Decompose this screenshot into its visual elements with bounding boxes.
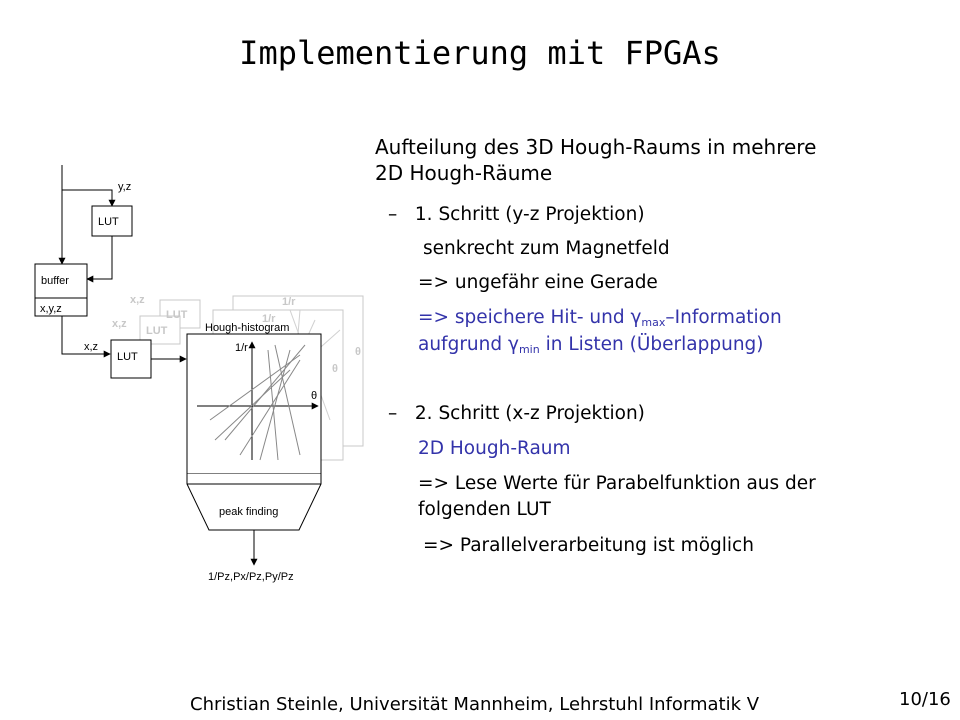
footer-author: Christian Steinle, Universität Mannheim,… [190,694,760,715]
fpga-block-diagram: x,z x,z LUT LUT 1/r 1/r θ θ y,z LUT buff… [34,165,364,583]
step1-line-4b: in Listen (Überlappung) [539,334,764,355]
output-label: 1/Pz,Px/Pz,Py/Pz [208,571,294,583]
step1-line-4a: aufgrund [418,334,508,355]
gamma-symbol-2: γ [508,334,519,355]
buffer-box [34,263,88,317]
step2-heading: – 2. Schritt (x-z Projektion) [388,402,645,426]
xz-label: x,z [84,341,98,353]
lut-xz-box [110,339,152,379]
theta-label: θ [311,390,317,402]
lut-xz-label: LUT [117,351,138,363]
faded-lut-label-1: LUT [166,309,188,321]
lut-yz-label: LUT [98,216,119,228]
yz-input-line [61,165,116,207]
step2-heading-text: 2. Schritt (x-z Projektion) [414,403,645,424]
step1-heading: – 1. Schritt (y-z Projektion) [388,203,645,227]
step1-line-3b: –Information [665,307,782,328]
gamma-min-subscript: min [518,343,540,356]
step1-line-1: senkrecht zum Magnetfeld [423,238,670,259]
faded-theta-1: θ [355,346,361,358]
faded-inv-r-2: 1/r [262,313,276,325]
buffer-label: buffer [41,275,69,287]
peak-finding-funnel [186,474,322,531]
faded-theta-2: θ [332,363,338,375]
gamma-symbol: γ [630,307,642,328]
faded-lut-label-2: LUT [146,325,168,337]
page-number: 10/16 [899,689,951,710]
faded-inv-r-1: 1/r [282,296,296,308]
xz-line [61,316,111,358]
gamma-max-subscript: max [641,316,666,329]
step1-line-3a: => speichere Hit- und [418,307,631,328]
step2-line-2: => Lese Werte für Parabelfunktion aus de… [418,473,816,494]
faded-xz-label-1: x,z [130,294,145,306]
hough-histogram-label: Hough-histogram [205,322,289,334]
faded-xz-label-2: x,z [112,318,127,330]
heading-line-1: Aufteilung des 3D Hough-Raums in mehrere [375,135,817,159]
step1-line-2: => ungefähr eine Gerade [418,272,658,293]
step1-line-3: => speichere Hit- und γmax–Information [418,306,782,330]
lut-yz-box [91,205,133,237]
step2-line-4: => Parallelverarbeitung ist möglich [423,535,754,556]
yz-label: y,z [118,181,131,193]
step1-heading-text: 1. Schritt (y-z Projektion) [414,204,645,225]
heading-line-2: 2D Hough-Räume [375,161,553,185]
hough-lines [209,344,306,461]
step2-dash: – [388,403,398,424]
step2-line-3: folgenden LUT [418,499,551,520]
inv-r-label: 1/r [235,342,248,354]
step2-line-1: 2D Hough-Raum [418,438,571,459]
step1-dash: – [388,204,398,225]
step1-line-4: aufgrund γmin in Listen (Überlappung) [418,333,764,357]
slide-title: Implementierung mit FPGAs [239,34,721,72]
xyz-label: x,y,z [40,303,62,315]
lut-to-buffer-line [86,236,113,283]
peak-finding-label: peak finding [219,506,278,518]
